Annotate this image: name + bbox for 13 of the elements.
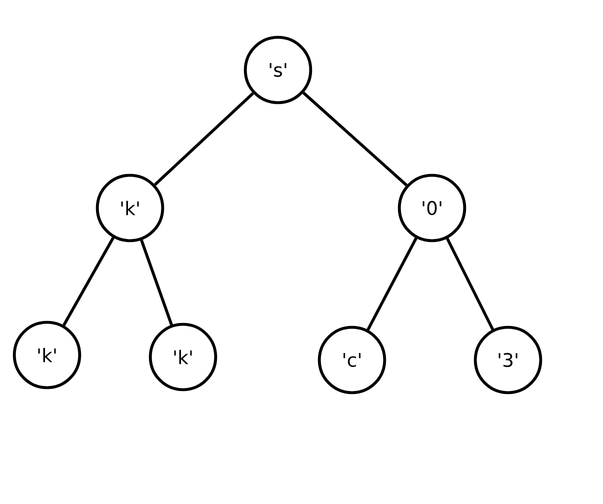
tree-node: 'k' — [12, 320, 82, 390]
edge-line — [366, 238, 418, 330]
tree-node: 'k' — [96, 174, 164, 242]
tree-node: 'k' — [148, 322, 218, 392]
edge-line — [154, 92, 254, 186]
edge-line — [62, 237, 114, 326]
edge-line — [302, 92, 408, 186]
edge-line — [140, 240, 173, 326]
tree-node: 's' — [244, 36, 312, 104]
tree-node: 'c' — [318, 326, 386, 394]
tree-node: '3' — [474, 326, 542, 394]
tree-node: '0' — [398, 174, 466, 242]
edge-line — [446, 238, 494, 330]
